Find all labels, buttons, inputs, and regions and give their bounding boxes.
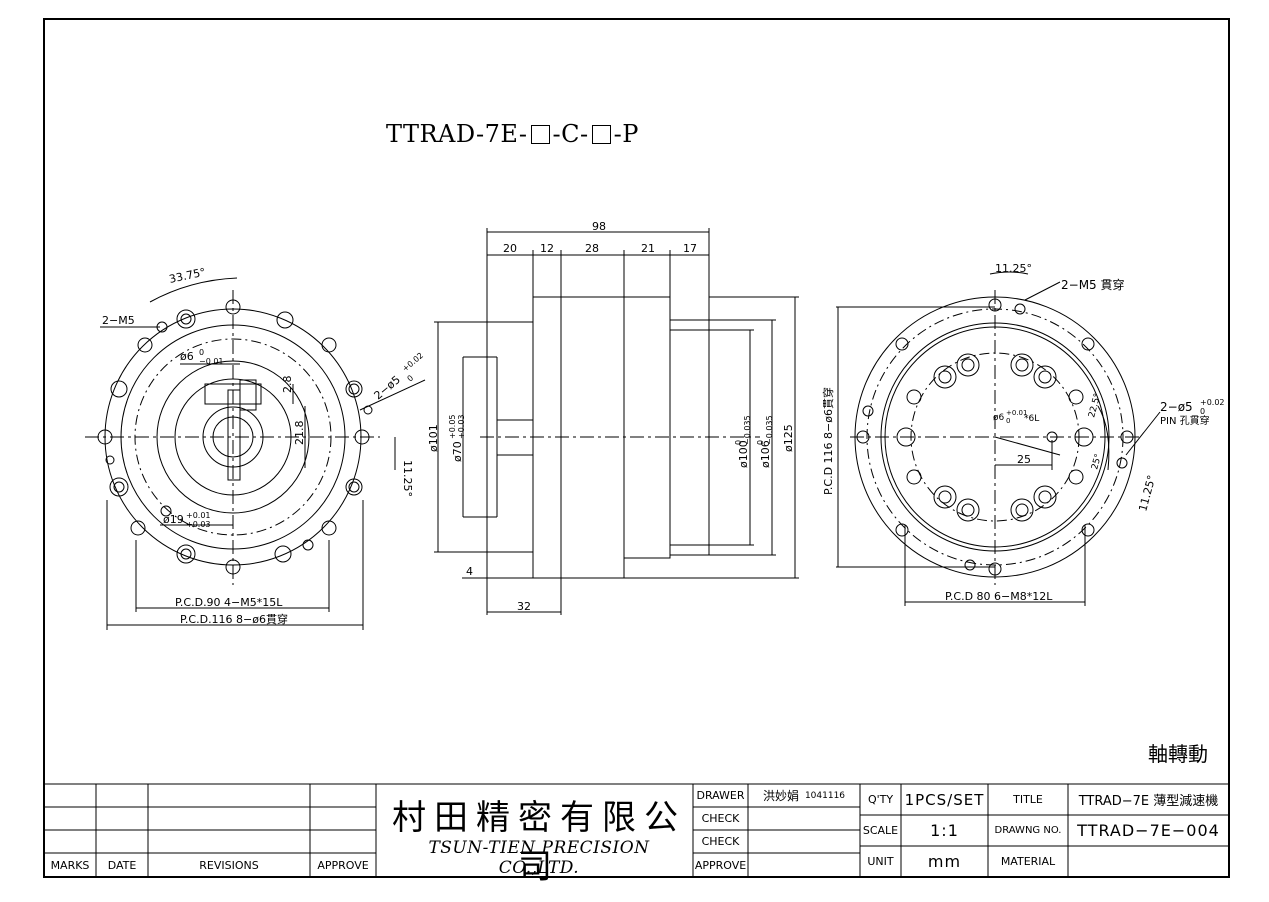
check2-label: CHECK (701, 835, 740, 848)
right-pcd116-label: P.C.D 116 8−ø6貫穿 (821, 387, 835, 495)
option-box-1 (530, 124, 550, 144)
side-d106-tol-lower: −0.035 (765, 415, 774, 445)
right-thread-label: 2−M5 貫穿 (1061, 277, 1125, 292)
side-d106-label: ø106 (759, 440, 772, 468)
approve-header: APPROVE (317, 858, 369, 872)
title-block-grid (44, 783, 1229, 877)
right-pin-tol-upper: +0.02 (1200, 398, 1225, 407)
scale-value: 1:1 (930, 821, 959, 840)
right-inner-holes (896, 353, 1094, 522)
right-bore-tol-lower: 0 (1006, 417, 1010, 425)
left-shaft-label: ø19 (163, 513, 184, 526)
left-view-labels: 33.75° 2−M5 ø6 0 −0.01 2−ø5 +0.02 0 2.8 … (102, 266, 425, 626)
side-d125-label: ø125 (782, 424, 795, 452)
right-bore-tol-upper: +0.01 (1006, 409, 1027, 417)
side-view-labels: 98 20 12 28 21 17 ø101 ø70 +0.05 +0.03 ø… (427, 220, 795, 613)
side-dim4-label: 4 (466, 565, 473, 578)
right-angle25-label: 25° (1090, 453, 1104, 471)
company-name-en: TSUN-TIEN PRECISION CO.,LTD. (428, 838, 650, 878)
side-d100-tol-lower: −0.035 (743, 415, 752, 445)
drawing-no-label: DRAWNG NO. (994, 825, 1062, 836)
material-label: MATERIAL (1000, 855, 1056, 868)
material-value (1068, 846, 1229, 877)
side-seg-5: 17 (683, 242, 697, 255)
side-d101-label: ø101 (427, 424, 440, 452)
right-pin-tol-lower: 0 (1200, 407, 1205, 416)
drawer-label: DRAWER (696, 789, 745, 802)
right-view-labels: 11.25° 2−M5 貫穿 P.C.D 116 8−ø6貫穿 ø6 +0.01… (821, 262, 1225, 603)
right-pin-label: 2−ø5 (1160, 400, 1193, 414)
side-seg-4: 21 (641, 242, 655, 255)
drawer-cell: 洪妙娟 1041116 (748, 784, 860, 807)
side-d70-label: ø70 (451, 441, 464, 462)
check1-label: CHECK (701, 812, 740, 825)
left-dim-21-8: 21.8 (293, 421, 306, 446)
left-end-view (85, 277, 426, 630)
title-value: TTRAD−7E 薄型減速機 (1078, 794, 1219, 809)
left-pcd90-label: P.C.D.90 4−M5*15L (175, 596, 283, 609)
side-seg-1: 20 (503, 242, 517, 255)
left-shaft-tol-upper: +0.01 (186, 511, 211, 520)
side-total-label: 98 (592, 220, 606, 233)
left-bore-tol-lower: −0.01 (199, 357, 224, 366)
side-seg-2: 12 (540, 242, 554, 255)
revisions-header: REVISIONS (199, 858, 259, 872)
left-shaft-tol-lower: +0.03 (186, 520, 211, 529)
left-bore-label: ø6 (180, 350, 194, 363)
drawer-date: 1041116 (804, 790, 846, 801)
drawer-name: 洪妙娟 (762, 789, 799, 803)
right-angle3-label: 11.25° (1136, 474, 1158, 513)
model-prefix: TTRAD-7E- (386, 120, 528, 148)
side-d70-tol-lower: +0.03 (457, 414, 466, 439)
side-d70-tol-upper: +0.05 (448, 414, 457, 439)
right-end-view (836, 271, 1161, 606)
option-box-2 (591, 124, 611, 144)
side-dim32-label: 32 (517, 600, 531, 613)
model-code: TTRAD-7E- -C- -P (386, 120, 639, 148)
left-bore-tol-upper: 0 (199, 348, 204, 357)
side-d100-label: ø100 (737, 440, 750, 468)
scale-label: SCALE (862, 824, 899, 837)
model-mid: -C- (552, 120, 589, 148)
left-pcd116-label: P.C.D.116 8−ø6貫穿 (180, 612, 288, 626)
company-name-cn: 村田精密有限公司 (392, 798, 686, 887)
right-bore-label: ø6 (993, 413, 1005, 423)
right-pcd80-label: P.C.D 80 6−M8*12L (945, 590, 1053, 603)
unit-value: mm (927, 852, 962, 871)
title-label: TITLE (1013, 793, 1043, 806)
side-d106-tol-upper: 0 (756, 440, 765, 445)
side-view (434, 228, 799, 615)
qty-value: 1PCS/SET (904, 790, 985, 809)
unit-label: UNIT (867, 855, 894, 868)
marks-header: MARKS (50, 858, 90, 872)
side-seg-3: 28 (585, 242, 599, 255)
left-thread-label: 2−M5 (102, 314, 135, 327)
left-angle2-label: 11.25° (401, 460, 414, 497)
left-pin-tol-lower: 0 (406, 373, 416, 383)
model-suffix: -P (613, 120, 639, 148)
left-pin-tol-upper: +0.02 (401, 351, 426, 374)
right-dim25-label: 25 (1017, 453, 1031, 466)
approve-label: APPROVE (694, 858, 747, 872)
drawing-no-value: TTRAD−7E−004 (1077, 821, 1220, 840)
side-d100-tol-upper: 0 (734, 440, 743, 445)
right-pin-note: PIN 孔貫穿 (1160, 414, 1210, 427)
date-header: DATE (107, 858, 137, 872)
right-bore-depth: *6L (1024, 414, 1039, 424)
left-dim-2-8: 2.8 (281, 376, 294, 394)
qty-label: Q'TY (867, 793, 894, 806)
sheet-border (43, 18, 1230, 878)
right-angle-label: 11.25° (995, 262, 1032, 275)
rotation-note: 軸轉動 (1148, 742, 1208, 766)
